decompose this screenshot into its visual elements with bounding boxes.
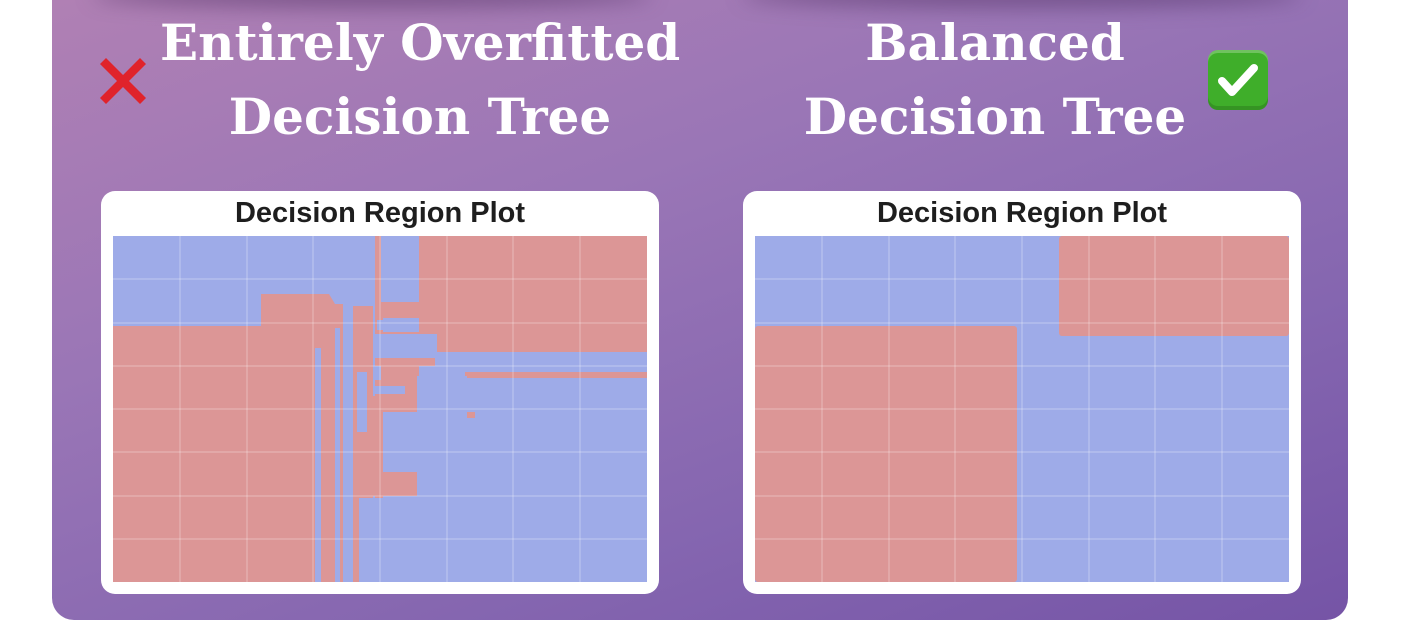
right-heading-line1: Balanced [865, 13, 1125, 72]
left-heading-line2: Decision Tree [228, 87, 612, 146]
red-region-top-right [1059, 236, 1289, 336]
grid-lines [113, 236, 647, 582]
right-plot-title: Decision Region Plot [876, 197, 1168, 229]
check-mark-icon [1208, 50, 1268, 110]
left-decision-region-plot [113, 236, 647, 582]
right-decision-region-plot [755, 236, 1289, 582]
red-regions [113, 236, 647, 582]
left-plot-title: Decision Region Plot [234, 197, 526, 229]
right-heading: Balanced Decision Tree [790, 6, 1200, 154]
red-region-bottom-left [755, 326, 1017, 582]
top-shadow-right [742, 0, 1302, 8]
top-shadow-left [92, 0, 652, 8]
blue-cutins [315, 236, 647, 582]
right-heading-line2: Decision Tree [803, 87, 1187, 146]
grid-lines [755, 236, 1289, 582]
left-plot-panel: Decision Region Plot [101, 191, 659, 594]
left-heading: Entirely Overfitted Decision Tree [160, 6, 680, 154]
cross-mark-icon [100, 58, 146, 104]
right-plot-panel: Decision Region Plot [743, 191, 1301, 594]
left-heading-line1: Entirely Overfitted [160, 13, 681, 72]
